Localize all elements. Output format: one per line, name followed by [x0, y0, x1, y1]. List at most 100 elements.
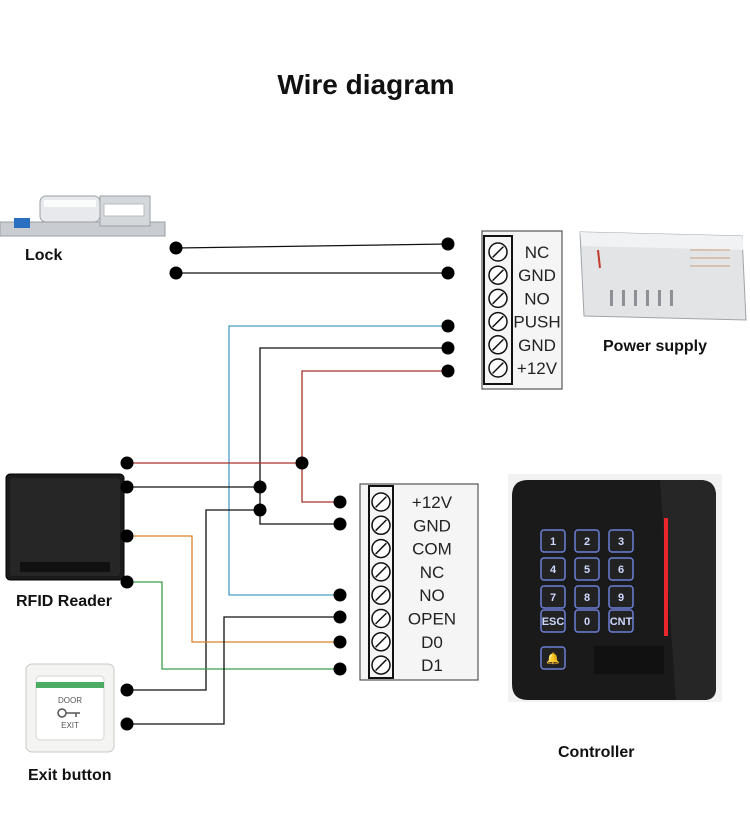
- keypad-key: ESC: [540, 609, 566, 633]
- wire-node: [333, 662, 347, 676]
- keypad-key: 1: [540, 529, 566, 553]
- wire-node: [120, 529, 134, 543]
- keypad-key-label: 1: [550, 536, 556, 548]
- keypad-key-label: ESC: [542, 616, 565, 628]
- wire-node: [120, 480, 134, 494]
- keypad-key: 2: [574, 529, 600, 553]
- wire: [259, 510, 340, 525]
- wire-node: [120, 456, 134, 470]
- wire-node: [120, 575, 134, 589]
- wire-node: [441, 319, 455, 333]
- wire-node: [441, 341, 455, 355]
- keypad-key: 4: [540, 557, 566, 581]
- keypad-key-label: 🔔: [546, 652, 560, 665]
- ps-screw-icon: [488, 311, 508, 332]
- wire-node: [441, 237, 455, 251]
- keypad-key: 8: [574, 585, 600, 609]
- wire-nodes: [120, 237, 455, 731]
- ps-terminal-label: GND: [518, 336, 556, 355]
- diagram-title: Wire diagram: [277, 69, 454, 100]
- keypad-key: 3: [608, 529, 634, 553]
- keypad-key-label: 7: [550, 592, 556, 604]
- wire-node: [333, 588, 347, 602]
- rfid-reader-label: RFID Reader: [16, 593, 112, 610]
- exit-button-device: DOOR EXIT: [25, 663, 115, 753]
- lock-device: [0, 195, 166, 237]
- keypad-key: 0: [574, 609, 600, 633]
- keypad-key-label: 0: [584, 616, 590, 628]
- controller-label: Controller: [558, 744, 634, 761]
- wire: [127, 581, 340, 670]
- power-supply-terminal-block: NC GND NO PUSH GND +12V: [481, 230, 563, 390]
- controller-screw-icon: [371, 608, 391, 629]
- power-supply-label: Power supply: [603, 338, 707, 355]
- wire-node: [120, 683, 134, 697]
- ps-terminal-label: GND: [518, 266, 556, 285]
- controller-screw-icon: [371, 632, 391, 652]
- controller-screw-icon: [371, 655, 391, 675]
- wire-node: [253, 503, 267, 517]
- wire-node: [441, 364, 455, 378]
- ps-screw-icon: [488, 265, 508, 285]
- wire: [127, 616, 340, 725]
- wire-node: [169, 241, 183, 255]
- controller-terminal-label: GND: [413, 516, 451, 535]
- lock-label: Lock: [25, 247, 62, 264]
- exit-button-face-top: DOOR: [58, 696, 82, 705]
- power-supply-device: [579, 231, 747, 321]
- wire: [127, 535, 340, 643]
- keypad-key: 7: [540, 585, 566, 609]
- wire-node: [295, 456, 309, 470]
- key-icon: [57, 708, 80, 718]
- ps-terminal-label: NC: [525, 243, 550, 262]
- controller-terminal-label: OPEN: [408, 610, 456, 629]
- ps-screw-icon: [488, 288, 508, 309]
- ps-terminal-label: +12V: [517, 359, 558, 378]
- ps-terminal-label: NO: [524, 289, 550, 308]
- keypad-key-label: 6: [618, 564, 624, 576]
- ps-screw-icon: [488, 358, 508, 378]
- wire: [127, 462, 340, 503]
- controller-screw-icon: [371, 538, 391, 559]
- controller-terminal-label: COM: [412, 540, 452, 559]
- keypad-key: 🔔: [540, 646, 566, 670]
- wire-node: [169, 266, 183, 280]
- controller-screw-icon: [371, 562, 391, 582]
- controller-screw-icon: [371, 515, 391, 536]
- exit-button-label: Exit button: [28, 767, 112, 784]
- keypad-key-label: 2: [584, 536, 590, 548]
- keypad-key-label: 9: [618, 592, 624, 604]
- controller-terminal-label: D0: [421, 633, 443, 652]
- keypad-key: 5: [574, 557, 600, 581]
- wire: [175, 243, 449, 249]
- keypad-key-label: 3: [618, 536, 624, 548]
- controller-terminal-label: NO: [419, 586, 445, 605]
- wire: [259, 347, 448, 510]
- ps-screw-icon: [488, 335, 508, 355]
- rfid-reader-device: [5, 473, 125, 581]
- wire-node: [333, 495, 347, 509]
- keypad-key-label: 5: [584, 564, 590, 576]
- keypad-key-label: CNT: [610, 616, 633, 628]
- controller-terminal-label: D1: [421, 656, 443, 675]
- keypad-key-label: 4: [550, 564, 557, 576]
- controller-terminal-label: NC: [420, 563, 445, 582]
- wire: [301, 370, 448, 463]
- wire-node: [120, 717, 134, 731]
- wire-node: [441, 266, 455, 280]
- exit-button-face-bottom: EXIT: [61, 721, 79, 730]
- ps-terminal-label: PUSH: [513, 313, 560, 332]
- wires: [127, 243, 449, 725]
- controller-terminal-label: +12V: [412, 493, 453, 512]
- controller-screw-icon: [371, 585, 391, 605]
- wire-node: [333, 517, 347, 531]
- wire: [228, 325, 448, 596]
- wire-node: [253, 480, 267, 494]
- keypad-key: 6: [608, 557, 634, 581]
- wire: [127, 509, 260, 691]
- ps-screw-icon: [488, 242, 508, 262]
- controller-screw-icon: [371, 492, 391, 512]
